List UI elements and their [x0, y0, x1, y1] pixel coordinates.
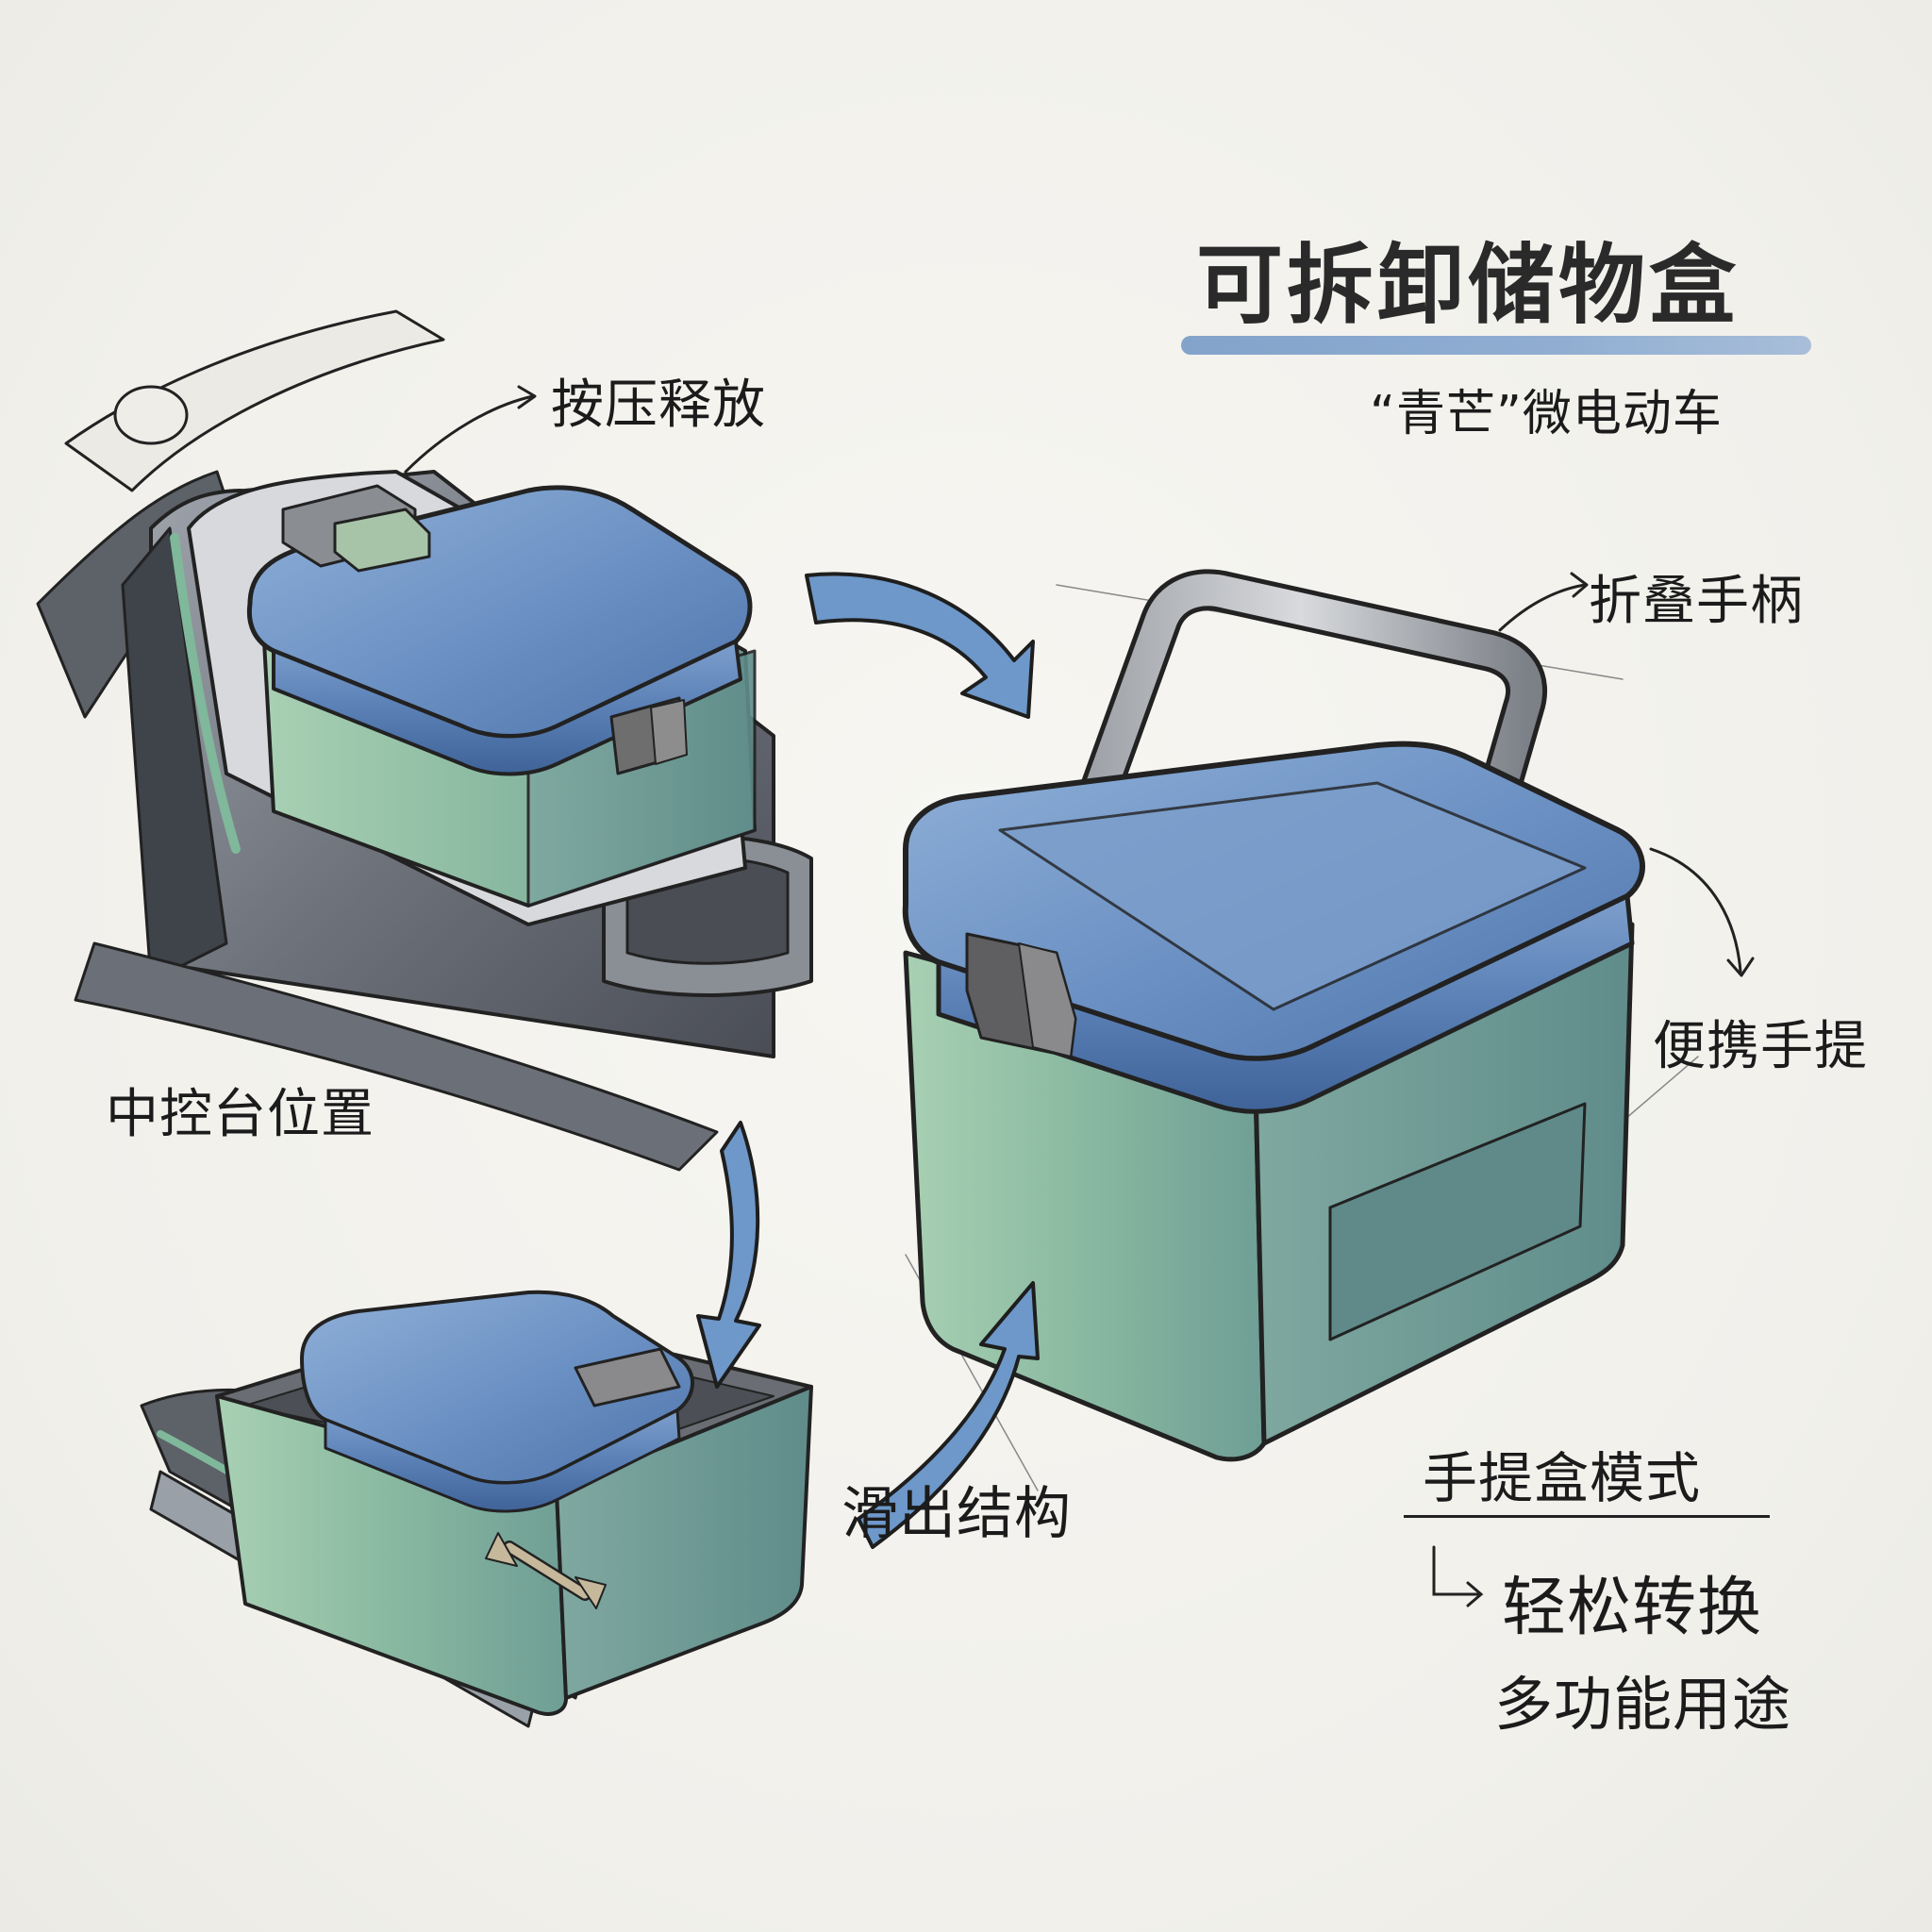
subtitle: “青芒”微电动车 [1370, 386, 1723, 442]
arrow-up-curve [857, 1281, 1040, 1549]
arrow-down-curve [696, 1121, 761, 1389]
label-folding-handle: 折叠手柄 [1589, 571, 1804, 632]
label-press-release: 按压释放 [551, 375, 766, 436]
slide-sketch [140, 1290, 813, 1728]
console-sketch [36, 309, 813, 1172]
return-arrow-icon [1432, 1545, 1484, 1607]
title-underline [1181, 336, 1811, 355]
arrow-right-curve [805, 572, 1035, 719]
label-slide-structure: 滑出结构 [841, 1481, 1072, 1547]
handbox-sketch [902, 569, 1755, 1491]
label-console-position: 中控台位置 [106, 1084, 375, 1145]
label-handbox-mode: 手提盒模式 [1423, 1446, 1702, 1510]
flow-arrows [696, 572, 1040, 1549]
page-title: 可拆卸储物盒 [1196, 235, 1740, 336]
label-easy-switch: 轻松转换 [1502, 1571, 1763, 1645]
label-portable-carry: 便携手提 [1653, 1016, 1868, 1077]
label-multi-purpose: 多功能用途 [1494, 1670, 1792, 1739]
mode-divider [1404, 1515, 1770, 1518]
double-arrow-icon [485, 1532, 607, 1609]
